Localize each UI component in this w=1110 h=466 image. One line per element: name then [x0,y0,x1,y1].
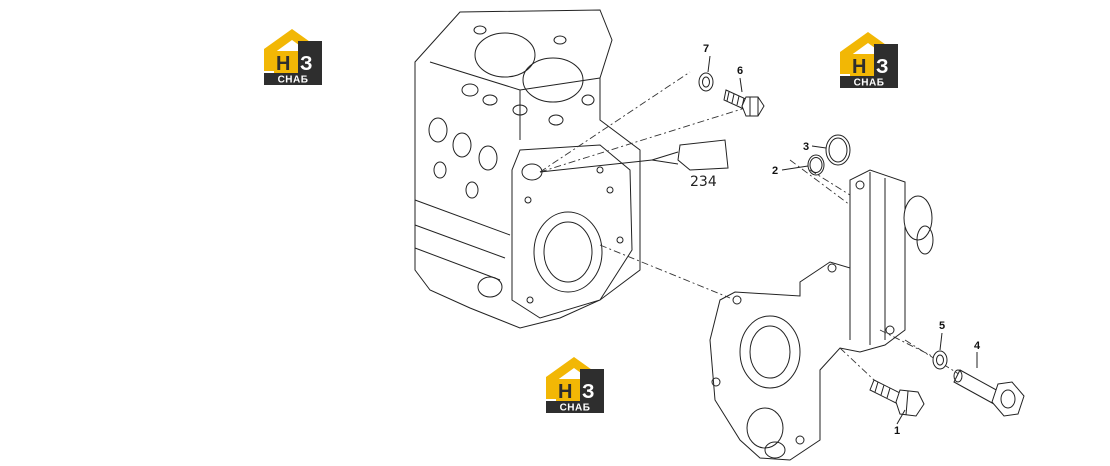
washer-part-5 [932,350,948,370]
callout-6: 6 [737,65,743,77]
callout-1: 1 [894,425,900,437]
callout-3: 3 [803,141,809,153]
svg-text:З: З [876,56,889,78]
svg-text:З: З [300,53,313,75]
bolt-part-4 [953,369,1025,417]
engine-block [414,9,641,329]
reference-label-234: 234 [690,174,717,190]
callout-5: 5 [939,320,945,332]
svg-text:СНАБ: СНАБ [278,75,309,86]
callout-2: 2 [772,165,778,177]
tool-part-234 [539,139,729,173]
watermark-logo: Н З СНАБ [546,357,604,414]
svg-text:СНАБ: СНАБ [854,78,885,89]
assembly-lines [539,71,966,396]
svg-text:СНАБ: СНАБ [560,403,591,414]
o-ring-part-3 [825,134,851,166]
svg-text:Н: Н [276,53,290,75]
washer-part-7 [698,72,714,92]
leader-lines [707,55,978,425]
svg-text:Н: Н [558,381,572,403]
callout-4: 4 [974,340,981,352]
plug-bolt-part-6 [723,89,765,117]
bolt-part-1 [869,379,925,417]
callout-7: 7 [703,43,709,55]
svg-text:З: З [582,381,595,403]
pump-housing [709,169,934,461]
svg-text:Н: Н [852,56,866,78]
watermark-logo: Н З СНАБ [840,32,898,89]
o-ring-part-2 [807,154,825,176]
watermark-logo: Н З СНАБ [264,29,322,86]
